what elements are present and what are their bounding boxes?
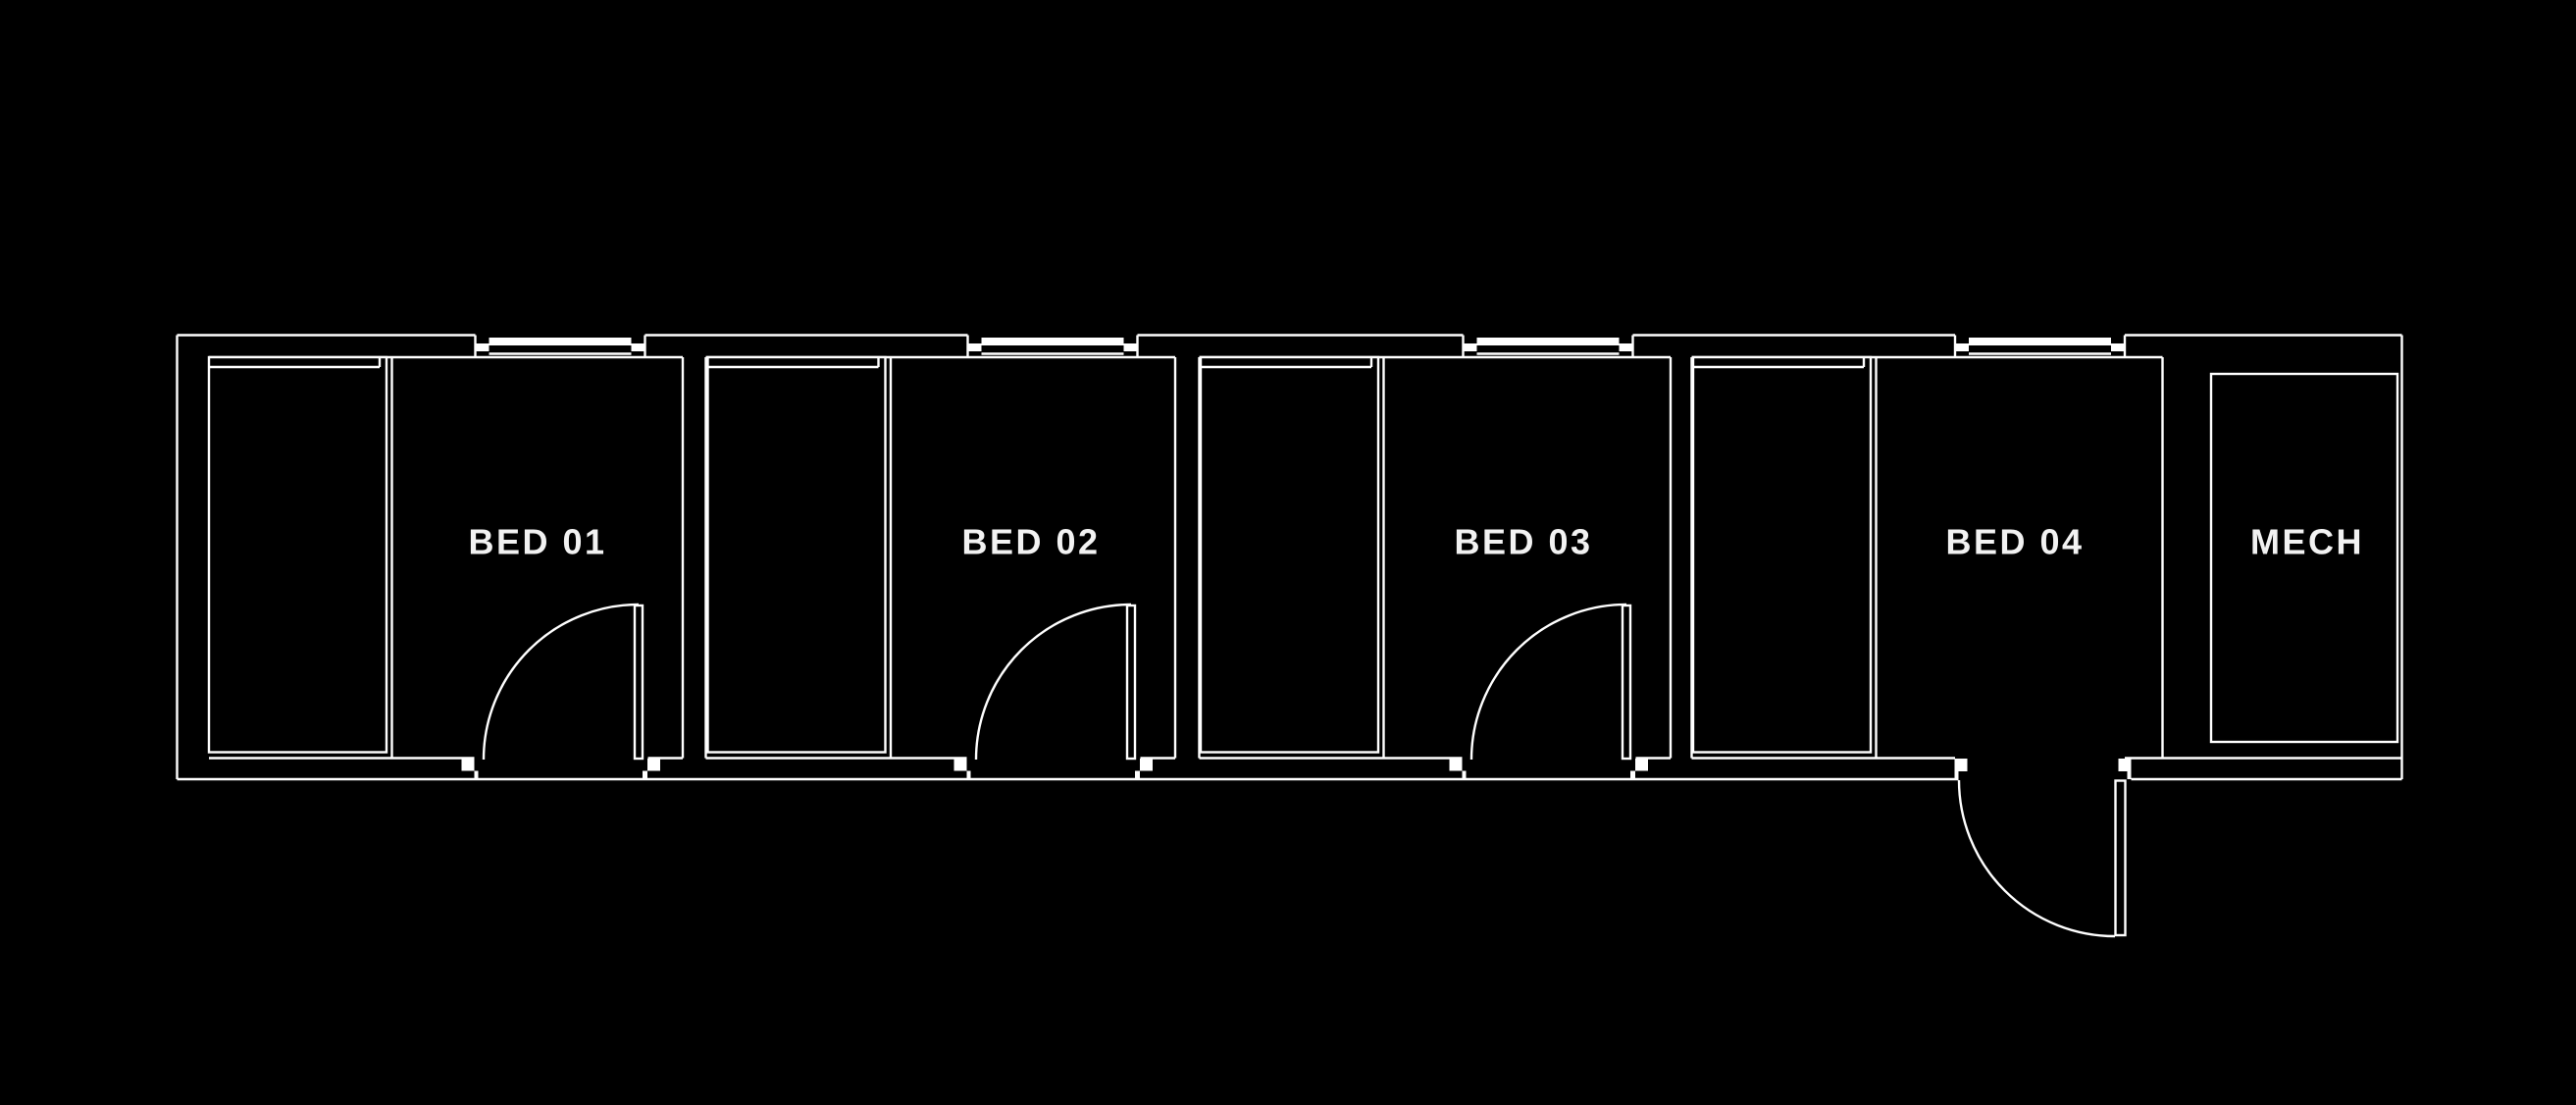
door-jamb-block	[1140, 759, 1153, 771]
window-jamb-step	[1123, 343, 1137, 351]
door-leaf	[1621, 604, 1632, 761]
door-jamb-block	[953, 759, 967, 771]
mech-equipment	[2209, 372, 2399, 744]
door-jamb-step	[474, 770, 479, 779]
window-glass-bar	[489, 338, 632, 345]
door-swing-arc	[482, 603, 640, 761]
window-jamb-step	[631, 343, 644, 351]
door-jamb-block	[2118, 759, 2132, 771]
window-glass-bar	[1476, 338, 1620, 345]
bed	[1199, 355, 1380, 754]
window-glass-bar	[981, 338, 1124, 345]
door-jamb-step	[1135, 770, 1140, 779]
window-jamb-step	[2111, 343, 2124, 351]
room-label-mech: MECH	[2250, 522, 2364, 562]
window-glass-bar	[1969, 338, 2111, 345]
door-jamb-step	[966, 770, 971, 779]
door-leaf	[1125, 604, 1137, 761]
bed	[706, 355, 887, 754]
door-jamb-block	[1954, 759, 1968, 771]
door-jamb-block	[1635, 759, 1648, 771]
exterior-door-leaf	[2114, 779, 2127, 937]
window-jamb-step	[1956, 343, 1969, 351]
room-label-bed-02: BED 02	[961, 522, 1100, 562]
window-jamb-step	[1464, 343, 1477, 351]
window-jamb-step	[968, 343, 982, 351]
room-label-bed-01: BED 01	[468, 522, 606, 562]
door-jamb-step	[1630, 770, 1635, 779]
door-jamb-step	[1954, 771, 1959, 779]
exterior-door-swing-arc	[1957, 779, 2116, 938]
bed	[207, 355, 388, 754]
door-jamb-step	[1462, 770, 1467, 779]
door-jamb-step	[2127, 771, 2132, 779]
door-swing-arc	[974, 603, 1132, 761]
door-jamb-step	[643, 770, 647, 779]
door-jamb-block	[647, 759, 660, 771]
door-jamb-block	[1449, 759, 1463, 771]
room-label-bed-03: BED 03	[1454, 522, 1592, 562]
bed	[1691, 355, 1873, 754]
window-jamb-step	[476, 343, 489, 351]
door-swing-arc	[1469, 603, 1627, 761]
door-leaf	[633, 604, 644, 761]
room-label-bed-04: BED 04	[1945, 522, 2084, 562]
window-jamb-step	[1619, 343, 1632, 351]
door-jamb-block	[461, 759, 475, 771]
